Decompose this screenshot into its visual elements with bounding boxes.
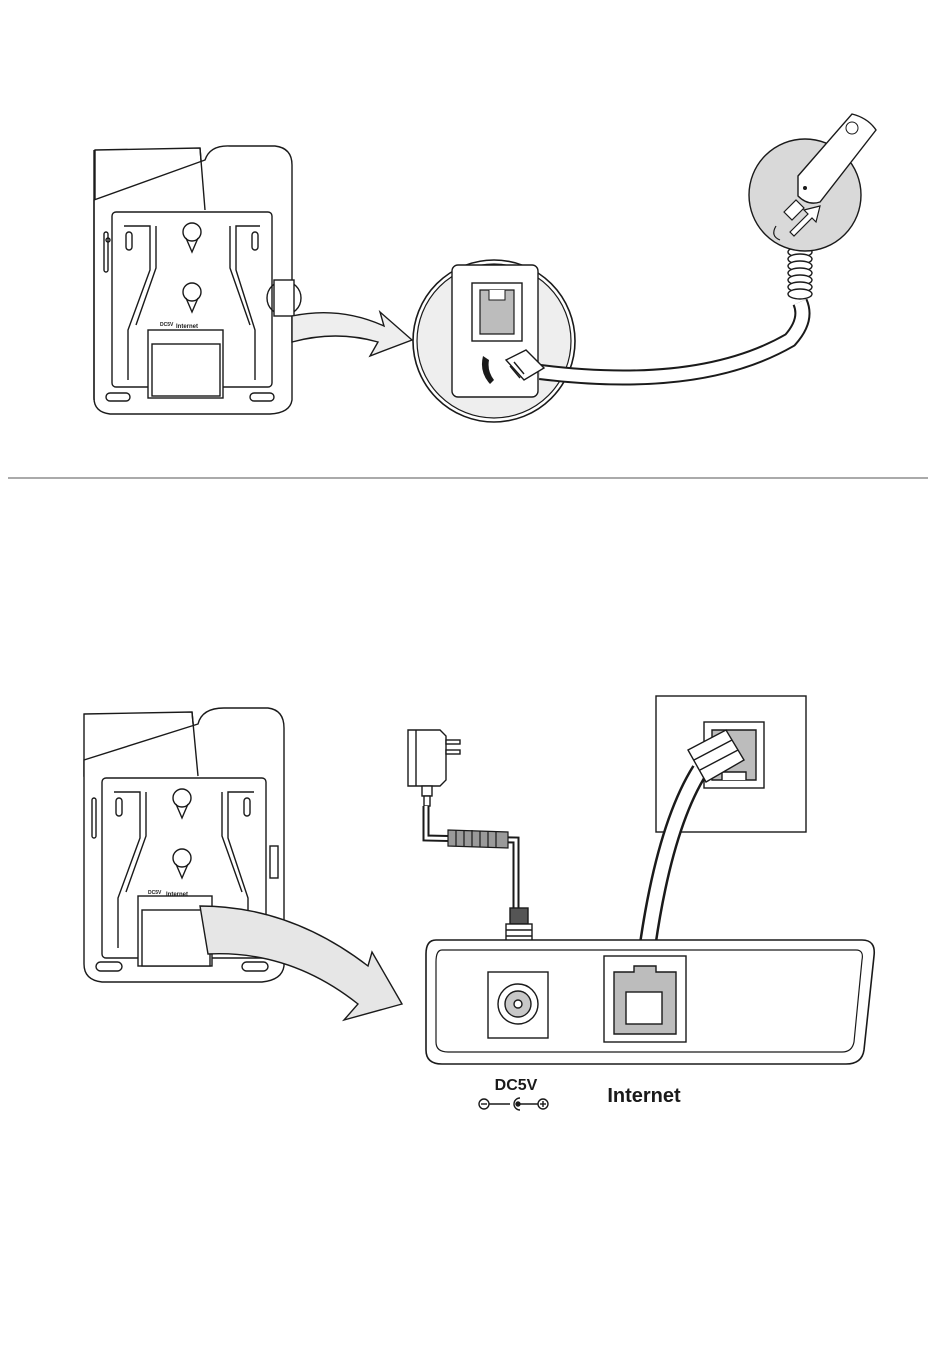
- internet-label: Internet: [607, 1085, 681, 1107]
- dc5v-port: [488, 972, 548, 1038]
- top-pointer-arrow: [292, 312, 412, 356]
- handset-cord: [540, 302, 802, 378]
- handset-port-zoom: [413, 260, 575, 422]
- adapter-cable: [426, 806, 516, 910]
- bottom-small-internet-label: Internet: [166, 892, 188, 898]
- power-adapter: [408, 730, 460, 806]
- internet-port: [604, 956, 686, 1042]
- handset-zoom: [749, 114, 876, 251]
- bottom-small-dc-label: DC5V: [148, 890, 162, 896]
- coiled-cord: [788, 247, 812, 299]
- polarity-icon: [479, 1098, 548, 1110]
- top-small-internet-label: Internet: [176, 324, 198, 330]
- top-small-dc-label: DC5V: [160, 322, 174, 328]
- ferrite-bead: [448, 830, 508, 848]
- dc5v-label: DC5V: [495, 1077, 538, 1094]
- top-phone-back: [94, 146, 301, 414]
